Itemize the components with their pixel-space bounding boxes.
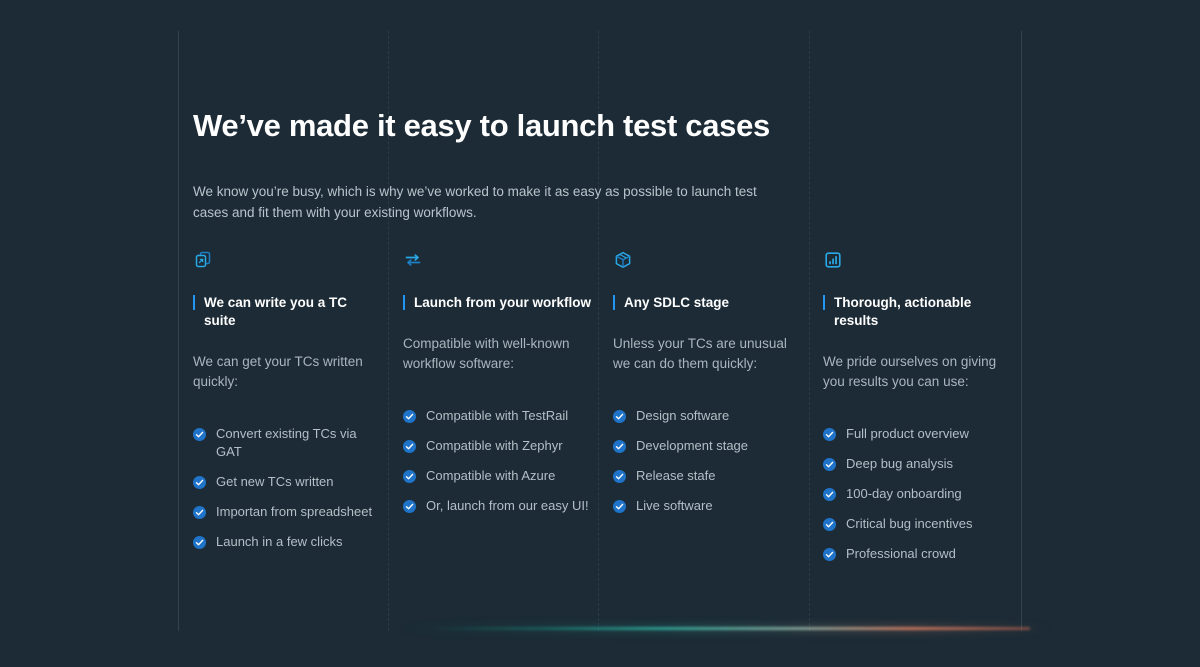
list-item-label: 100-day onboarding bbox=[846, 486, 962, 501]
list-item-label: Convert existing TCs via GAT bbox=[216, 426, 357, 459]
check-circle-icon bbox=[823, 518, 836, 531]
check-circle-icon bbox=[613, 410, 626, 423]
feature-subtitle: Unless your TCs are unusual we can do th… bbox=[613, 336, 787, 371]
feature-subtitle: We pride ourselves on giving you results… bbox=[823, 354, 997, 389]
list-item: 100-day onboarding bbox=[823, 485, 1011, 503]
list-item: Convert existing TCs via GAT bbox=[193, 425, 381, 461]
list-item: Deep bug analysis bbox=[823, 455, 1011, 473]
check-circle-icon bbox=[613, 470, 626, 483]
feature-column-1: We can write you a TC suite We can get y… bbox=[193, 250, 403, 575]
list-item-label: Compatible with Azure bbox=[426, 468, 556, 483]
check-circle-icon bbox=[823, 458, 836, 471]
check-circle-icon bbox=[403, 410, 416, 423]
page-title: We’ve made it easy to launch test cases bbox=[193, 108, 770, 143]
list-item-label: Compatible with TestRail bbox=[426, 408, 569, 423]
list-item-label: Critical bug incentives bbox=[846, 516, 973, 531]
grid-rail-right bbox=[1021, 31, 1022, 631]
grid-rail-4 bbox=[809, 31, 810, 631]
feature-heading-3: Any SDLC stage bbox=[613, 294, 801, 312]
feature-title: Launch from your workflow bbox=[414, 295, 592, 310]
list-item: Critical bug incentives bbox=[823, 515, 1011, 533]
check-circle-icon bbox=[403, 470, 416, 483]
feature-title: Thorough, actionable results bbox=[834, 295, 972, 328]
feature-heading-4: Thorough, actionable results bbox=[823, 294, 1011, 330]
feature-title: Any SDLC stage bbox=[624, 295, 730, 310]
grid-rail-3 bbox=[598, 31, 599, 631]
feature-heading-2: Launch from your workflow bbox=[403, 294, 591, 312]
feature-column-3: Any SDLC stage Unless your TCs are unusu… bbox=[613, 250, 823, 575]
list-item-label: Full product overview bbox=[846, 426, 969, 441]
list-item-label: Release stafe bbox=[636, 468, 716, 483]
check-circle-icon bbox=[193, 506, 206, 519]
feature-column-4: Thorough, actionable results We pride ou… bbox=[823, 250, 1033, 575]
list-item: Importan from spreadsheet bbox=[193, 503, 381, 521]
feature-list-2: Compatible with TestRail Compatible with… bbox=[403, 407, 591, 515]
check-circle-icon bbox=[193, 428, 206, 441]
accent-bar bbox=[403, 295, 405, 310]
list-item: Live software bbox=[613, 497, 801, 515]
check-circle-icon bbox=[613, 440, 626, 453]
list-item-label: Design software bbox=[636, 408, 730, 423]
copy-clipboard-icon bbox=[193, 250, 213, 270]
intro-paragraph: We know you’re busy, which is why we’ve … bbox=[193, 184, 757, 220]
grid-rail-2 bbox=[388, 31, 389, 631]
grid-rail-left bbox=[178, 31, 179, 631]
check-circle-icon bbox=[403, 440, 416, 453]
exchange-arrows-icon bbox=[403, 250, 423, 270]
list-item: Design software bbox=[613, 407, 801, 425]
check-circle-icon bbox=[403, 500, 416, 513]
feature-subtitle: We can get your TCs written quickly: bbox=[193, 354, 363, 389]
list-item-label: Importan from spreadsheet bbox=[216, 504, 373, 519]
check-circle-icon bbox=[613, 500, 626, 513]
accent-bar bbox=[193, 295, 195, 310]
check-circle-icon bbox=[193, 476, 206, 489]
list-item: Development stage bbox=[613, 437, 801, 455]
list-item: Compatible with Zephyr bbox=[403, 437, 591, 455]
check-circle-icon bbox=[823, 488, 836, 501]
feature-heading-1: We can write you a TC suite bbox=[193, 294, 381, 330]
list-item-label: Compatible with Zephyr bbox=[426, 438, 563, 453]
list-item-label: Launch in a few clicks bbox=[216, 534, 343, 549]
feature-title: We can write you a TC suite bbox=[204, 295, 348, 328]
list-item: Full product overview bbox=[823, 425, 1011, 443]
list-item: Or, launch from our easy UI! bbox=[403, 497, 591, 515]
check-circle-icon bbox=[823, 428, 836, 441]
accent-bar bbox=[613, 295, 615, 310]
list-item-label: Live software bbox=[636, 498, 713, 513]
feature-columns: We can write you a TC suite We can get y… bbox=[193, 250, 1033, 575]
list-item-label: Development stage bbox=[636, 438, 749, 453]
cube-box-icon bbox=[613, 250, 633, 270]
list-item: Compatible with Azure bbox=[403, 467, 591, 485]
feature-subtitle: Compatible with well-known workflow soft… bbox=[403, 336, 570, 371]
list-item: Professional crowd bbox=[823, 545, 1011, 563]
list-item-label: Get new TCs written bbox=[216, 474, 334, 489]
feature-list-1: Convert existing TCs via GAT Get new TCs… bbox=[193, 425, 381, 551]
check-circle-icon bbox=[823, 548, 836, 561]
feature-list-3: Design software Development stage Releas… bbox=[613, 407, 801, 515]
list-item-label: Deep bug analysis bbox=[846, 456, 953, 471]
list-item: Compatible with TestRail bbox=[403, 407, 591, 425]
list-item: Launch in a few clicks bbox=[193, 533, 381, 551]
feature-list-4: Full product overview Deep bug analysis … bbox=[823, 425, 1011, 563]
bar-chart-square-icon bbox=[823, 250, 843, 270]
list-item-label: Professional crowd bbox=[846, 546, 956, 561]
list-item: Release stafe bbox=[613, 467, 801, 485]
check-circle-icon bbox=[193, 536, 206, 549]
bottom-gradient-line bbox=[430, 627, 1030, 630]
list-item-label: Or, launch from our easy UI! bbox=[426, 498, 589, 513]
accent-bar bbox=[823, 295, 825, 310]
feature-column-2: Launch from your workflow Compatible wit… bbox=[403, 250, 613, 575]
list-item: Get new TCs written bbox=[193, 473, 381, 491]
